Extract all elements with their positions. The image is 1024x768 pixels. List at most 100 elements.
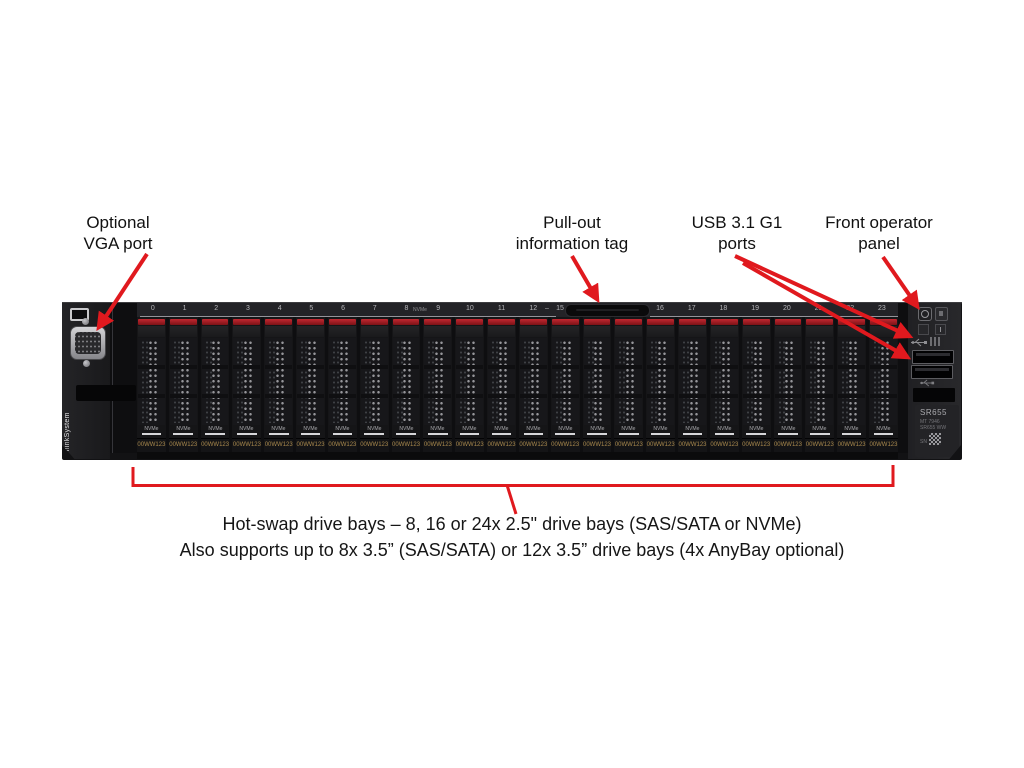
callout-line: USB 3.1 G1 — [691, 213, 783, 232]
drive-release-latch — [519, 319, 547, 325]
callout-usb-ports: USB 3.1 G1 ports — [667, 212, 807, 254]
drive-type-label: NVMe — [519, 426, 548, 438]
drive-tray — [456, 338, 484, 425]
caption-line-2: Also supports up to 8x 3.5” (SAS/SATA) o… — [179, 540, 845, 560]
drive-type-label: NVMe — [837, 426, 866, 438]
bay-number: 12 — [529, 305, 538, 312]
drive-type-label: NVMe — [742, 426, 771, 438]
drive-part-label: 00WW123 — [455, 438, 485, 452]
drive-handle — [265, 326, 293, 337]
qr-code — [928, 433, 941, 445]
drive-tray — [838, 338, 866, 425]
error-led-icon — [935, 324, 946, 335]
drive-type-label: NVMe — [169, 426, 198, 438]
drive-release-latch — [710, 319, 738, 325]
drive-type-label: NVMe — [455, 426, 484, 438]
drive-type-label: NVMe — [232, 426, 261, 438]
callout-pull-out-information-tag: Pull-out information tag — [487, 212, 657, 254]
bay-number: 1 — [182, 305, 187, 312]
left-rack-ear: ThinkSystem — [62, 303, 110, 459]
id-button-icon — [935, 307, 948, 321]
led-bars-icon — [930, 337, 940, 346]
callout-optional-vga-port: Optional VGA port — [48, 212, 188, 254]
drive-part-label: 00WW123 — [137, 438, 166, 452]
drive-handle — [774, 326, 802, 337]
drive-type-label: NVMe — [551, 426, 580, 438]
drive-release-latch — [328, 319, 356, 325]
bay-number: 6 — [341, 305, 345, 312]
drive-release-latch — [488, 319, 515, 325]
drive-part-label: 00WW123 — [646, 438, 676, 452]
bay-number-underline — [140, 316, 556, 317]
model-name: SR655 — [920, 408, 947, 417]
drive-release-latch — [551, 319, 579, 325]
drive-part-label: 00WW123 — [391, 438, 421, 452]
drive-handle — [838, 326, 866, 337]
bay-number: 7 — [372, 305, 377, 312]
drive-part-label: 00WW123 — [582, 438, 612, 452]
drive-release-latch — [138, 319, 165, 325]
bracket-leader — [505, 484, 518, 515]
drive-handle — [328, 326, 356, 337]
drive-part-label: 00WW123 — [327, 438, 357, 452]
arrow-pullout-tag — [570, 254, 600, 304]
status-led-icon — [918, 324, 929, 335]
drive-release-latch — [201, 319, 229, 325]
drive-release-latch — [456, 319, 484, 325]
vga-screw — [82, 318, 89, 325]
usb-icon — [920, 379, 935, 387]
drive-handle — [710, 326, 738, 337]
drive-handle — [424, 326, 452, 337]
caption: Hot-swap drive bays – 8, 16 or 24x 2.5" … — [86, 511, 938, 563]
drive-type-label: NVMe — [392, 426, 421, 438]
drive-part-label: 00WW123 — [773, 438, 803, 452]
drive-handle — [360, 326, 388, 337]
bay-number: 10 — [465, 305, 474, 312]
drive-handle — [233, 326, 261, 337]
drive-handle — [138, 326, 165, 337]
bay-number: – — [545, 305, 549, 312]
bay-number: 2 — [214, 305, 219, 312]
bay-number: 0 — [150, 305, 155, 312]
drive-tray — [392, 338, 420, 425]
drive-handle — [870, 326, 897, 337]
drive-handle — [297, 326, 324, 337]
serial-number-label: SN — [920, 439, 927, 445]
drive-release-latch — [615, 319, 643, 325]
left-handle-recess — [76, 385, 136, 401]
drive-part-label: 00WW123 — [614, 438, 644, 452]
drive-tray — [583, 338, 611, 425]
drive-handle — [583, 326, 611, 337]
drive-release-latch — [265, 319, 293, 325]
drive-type-label: NVMe — [423, 426, 452, 438]
drive-tray — [233, 338, 261, 425]
bay-number: 4 — [277, 305, 282, 312]
drive-type-label: NVMe — [360, 426, 389, 438]
drive-type-label: NVMe — [264, 426, 293, 438]
drive-tray — [201, 338, 229, 425]
usb-icon — [911, 338, 927, 347]
drive-release-latch — [583, 319, 611, 325]
callout-line: VGA port — [83, 234, 153, 253]
chassis-bottom-edge — [137, 452, 898, 459]
drive-tray — [742, 338, 770, 425]
vga-screw — [83, 360, 90, 367]
chassis-divider — [110, 303, 137, 453]
drive-type-label: NVMe — [774, 426, 803, 438]
